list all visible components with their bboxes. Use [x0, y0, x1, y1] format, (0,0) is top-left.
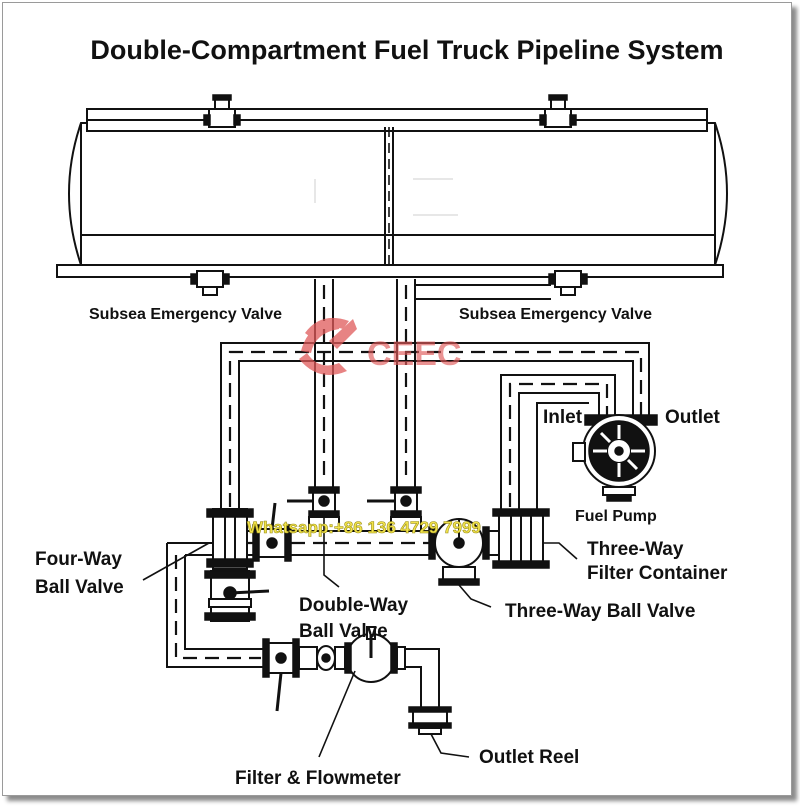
- label-fuel-pump: Fuel Pump: [575, 508, 657, 525]
- outlet-reel: [408, 706, 452, 735]
- leader-lines: [142, 517, 578, 758]
- top-manhole-right: [539, 94, 577, 128]
- top-manhole-left: [203, 94, 241, 128]
- whatsapp-watermark: Whatsapp:+86 136 4729 7999: [247, 518, 481, 537]
- ceec-watermark-text: CEEC: [367, 335, 461, 373]
- fuel-tank: [56, 108, 728, 278]
- diagram-title: Double-Compartment Fuel Truck Pipeline S…: [90, 35, 723, 65]
- label-filter-flowmeter: Filter & Flowmeter: [235, 768, 401, 789]
- three-way-filter-container: [492, 508, 550, 569]
- three-way-ball-valve: [428, 518, 490, 586]
- emergency-valve-right: [548, 270, 588, 296]
- label-outlet-reel: Outlet Reel: [479, 747, 579, 768]
- pipeline-diagram: Double-Compartment Fuel Truck Pipeline S…: [35, 35, 728, 789]
- four-way-ball-valve: [204, 502, 292, 622]
- double-way-ball-valve: [287, 486, 422, 532]
- label-double-way-line1: Double-Way: [299, 595, 409, 616]
- label-four-way-line2: Ball Valve: [35, 577, 124, 598]
- ceec-watermark: [299, 317, 357, 375]
- fuel-pump: [572, 414, 658, 502]
- diagram-frame: Double-Compartment Fuel Truck Pipeline S…: [2, 2, 792, 796]
- label-double-way-line2: Ball Valve: [299, 621, 388, 642]
- label-subsea-left: Subsea Emergency Valve: [89, 306, 282, 323]
- emergency-valve-left: [190, 270, 230, 296]
- filter-and-flowmeter: [262, 626, 406, 712]
- label-three-way-ball-valve: Three-Way Ball Valve: [505, 601, 695, 622]
- label-four-way-line1: Four-Way: [35, 549, 122, 570]
- label-outlet: Outlet: [665, 407, 721, 428]
- label-inlet: Inlet: [543, 407, 583, 428]
- label-subsea-right: Subsea Emergency Valve: [459, 306, 652, 323]
- label-three-way-filter-line2: Filter Container: [587, 563, 728, 584]
- label-three-way-filter-line1: Three-Way: [587, 539, 684, 560]
